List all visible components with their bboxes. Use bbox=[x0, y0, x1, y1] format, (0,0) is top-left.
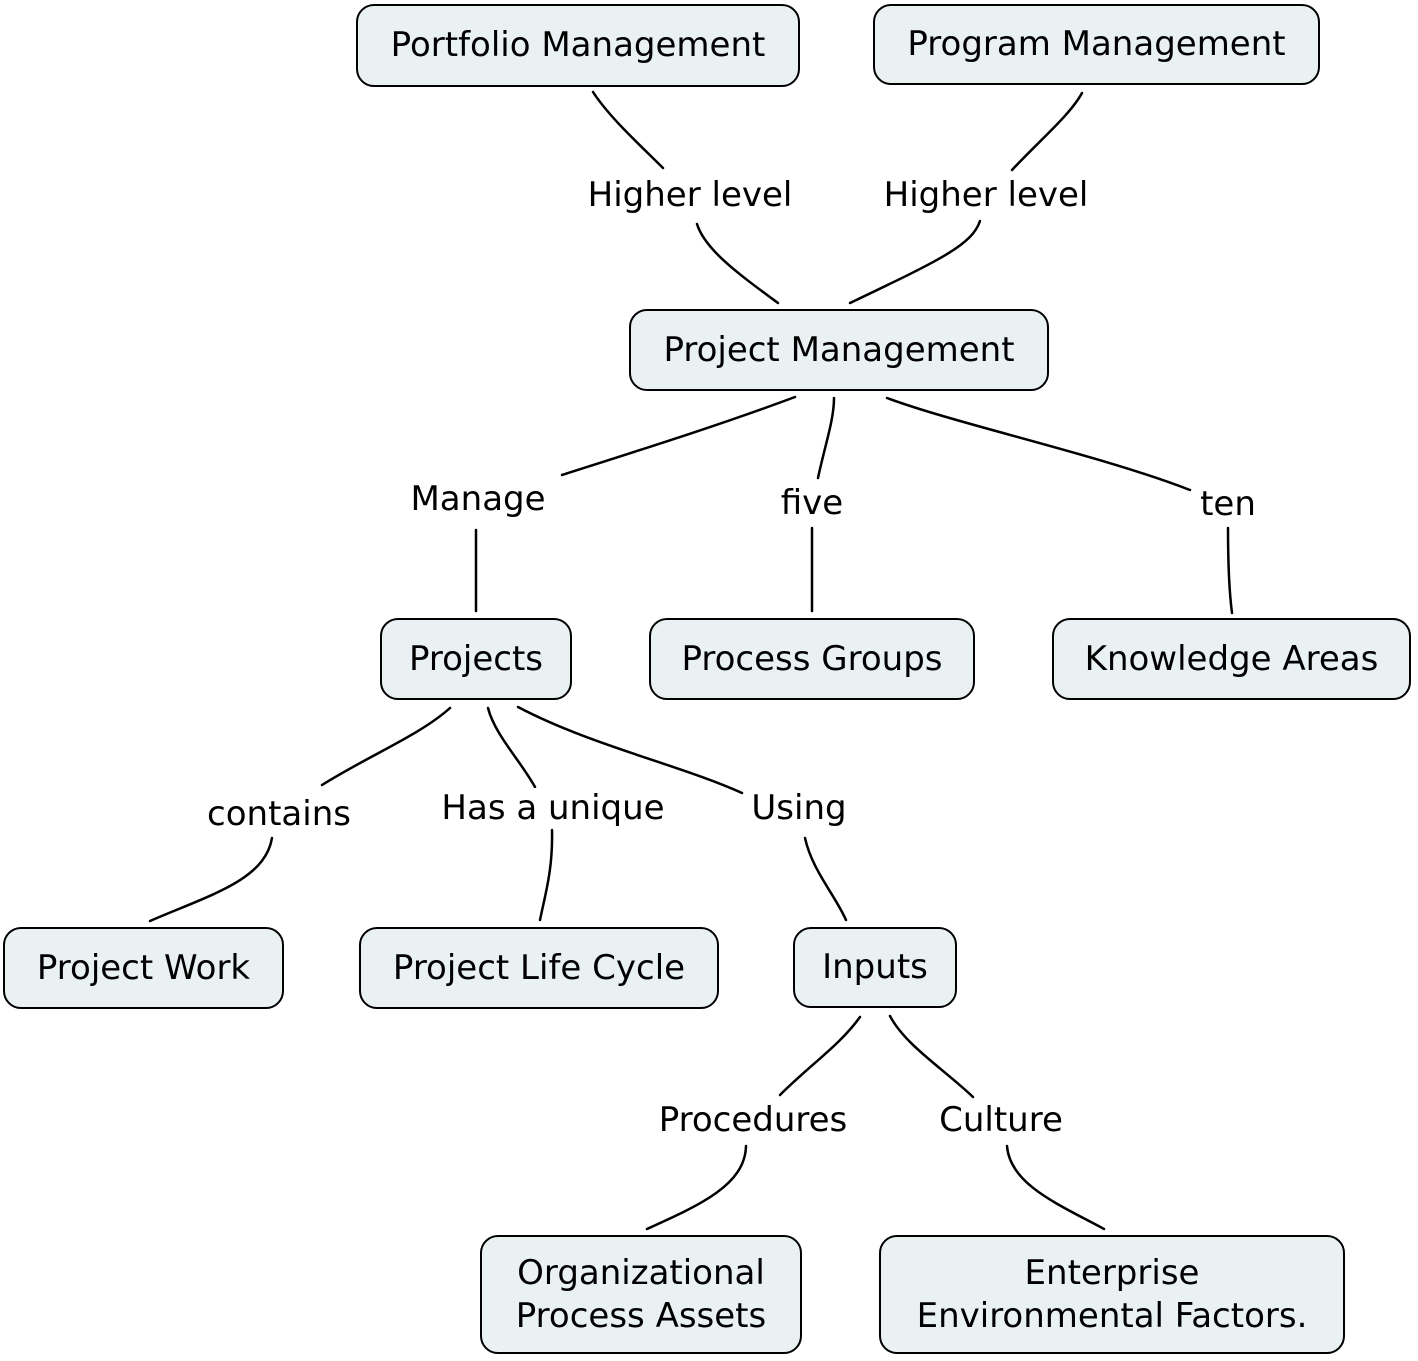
concept-organizational-process-assets[interactable]: Organizational Process Assets bbox=[480, 1235, 802, 1354]
concept-enterprise-environmental-factors[interactable]: Enterprise Environmental Factors. bbox=[879, 1235, 1345, 1354]
concept-project-work[interactable]: Project Work bbox=[3, 927, 284, 1009]
link-label-five: five bbox=[776, 483, 848, 523]
link-label-portfolio-higher-level: Higher level bbox=[583, 175, 797, 215]
concept-label: Project Life Cycle bbox=[392, 947, 686, 988]
concept-label: Process Groups bbox=[681, 638, 943, 679]
link-label-manage: Manage bbox=[406, 479, 550, 519]
concept-label: Knowledge Areas bbox=[1084, 638, 1379, 679]
link-label-contains: contains bbox=[203, 794, 355, 834]
connector-portfolio-label bbox=[591, 90, 665, 170]
concept-label: Projects bbox=[408, 638, 544, 679]
link-label-culture: Culture bbox=[935, 1100, 1067, 1140]
concept-label: Portfolio Management bbox=[390, 25, 766, 65]
concept-label: Project Management bbox=[663, 329, 1015, 370]
concept-label-line-1: Organizational bbox=[517, 1252, 765, 1293]
connector-program-label bbox=[1010, 91, 1084, 172]
connector-projects-using bbox=[516, 705, 744, 795]
connector-contains-project-work bbox=[148, 836, 274, 923]
concept-label: Program Management bbox=[907, 24, 1286, 64]
concept-project-life-cycle[interactable]: Project Life Cycle bbox=[359, 927, 719, 1009]
concept-label-line-1: Enterprise bbox=[1024, 1252, 1200, 1293]
connector-ten-knowledge-areas bbox=[1226, 526, 1234, 615]
concept-program-management[interactable]: Program Management bbox=[873, 4, 1320, 85]
connector-projects-contains bbox=[320, 706, 452, 787]
connector-inputs-procedures bbox=[778, 1015, 862, 1097]
concept-portfolio-management[interactable]: Portfolio Management bbox=[356, 4, 800, 87]
connector-using-inputs bbox=[803, 836, 848, 922]
concept-knowledge-areas[interactable]: Knowledge Areas bbox=[1052, 618, 1411, 700]
link-label-has-a-unique: Has a unique bbox=[437, 788, 669, 828]
concept-project-management[interactable]: Project Management bbox=[629, 309, 1049, 391]
concept-label: Inputs bbox=[822, 947, 928, 987]
connector-projects-unique bbox=[486, 706, 537, 789]
connector-culture-eef bbox=[1005, 1144, 1106, 1231]
link-label-program-higher-level: Higher level bbox=[879, 175, 1093, 215]
concept-inputs[interactable]: Inputs bbox=[793, 927, 957, 1008]
connector-unique-life-cycle bbox=[538, 828, 554, 922]
concept-label: Project Work bbox=[36, 947, 251, 988]
link-label-ten: ten bbox=[1196, 484, 1260, 524]
connector-procedures-opa bbox=[645, 1144, 748, 1231]
connector-label-pm-left bbox=[695, 222, 780, 305]
connector-pm-ten bbox=[885, 396, 1192, 492]
concept-label-line-2: Process Assets bbox=[515, 1295, 767, 1336]
concept-projects[interactable]: Projects bbox=[380, 618, 572, 700]
concept-label-line-2: Environmental Factors. bbox=[916, 1295, 1308, 1336]
connector-label-pm-right bbox=[848, 219, 982, 305]
link-label-procedures: Procedures bbox=[654, 1100, 852, 1140]
concept-process-groups[interactable]: Process Groups bbox=[649, 618, 975, 700]
connector-inputs-culture bbox=[888, 1014, 975, 1099]
link-label-using: Using bbox=[747, 788, 851, 828]
connector-pm-manage bbox=[560, 395, 797, 477]
connector-pm-five bbox=[816, 396, 836, 480]
